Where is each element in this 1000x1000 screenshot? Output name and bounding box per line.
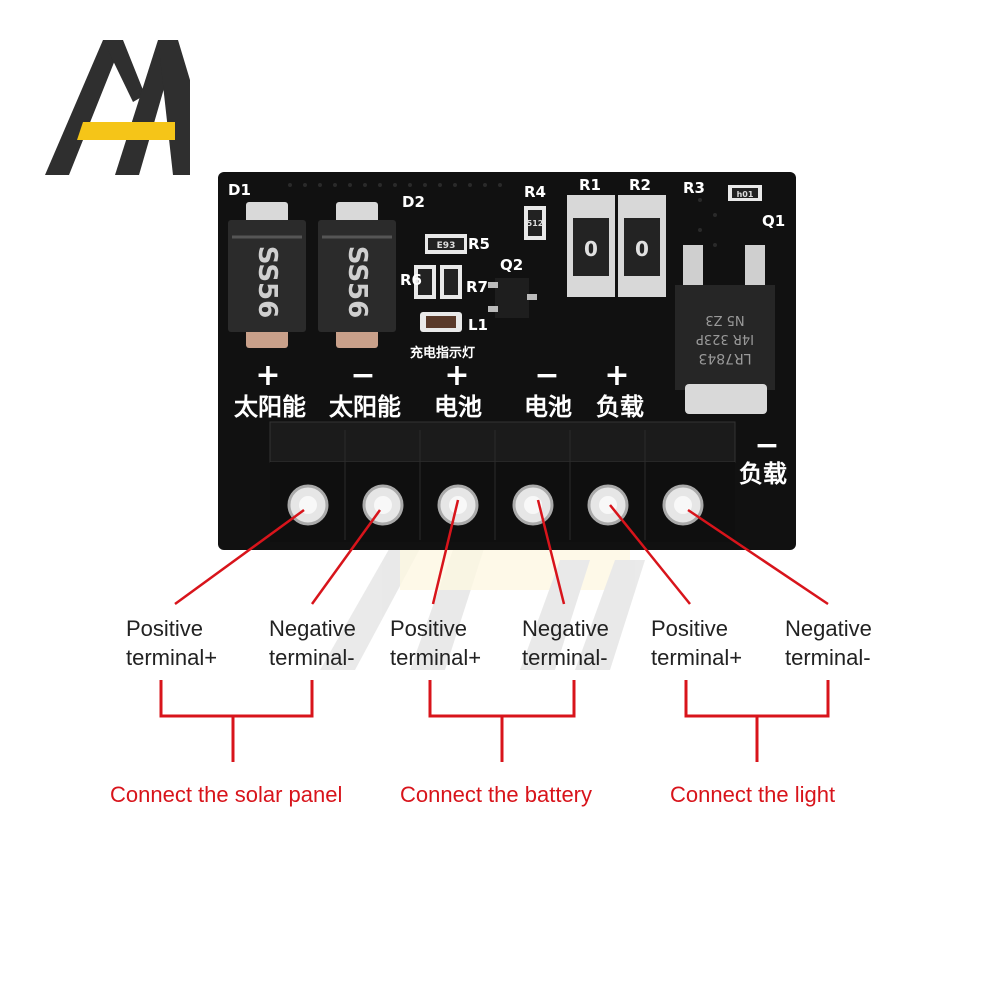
marking-d1: SS56 xyxy=(252,246,282,318)
lead-lines xyxy=(174,499,829,606)
terminal-label-line1: Negative xyxy=(785,616,872,641)
diode-d2 xyxy=(318,202,396,348)
label-r6: R6 xyxy=(400,271,422,289)
terminal-label-line2: terminal+ xyxy=(390,645,482,670)
marking-r1: 0 xyxy=(584,237,598,261)
label-d2: D2 xyxy=(402,193,425,211)
label-d1: D1 xyxy=(228,181,251,199)
terminal-label-5: Positive terminal+ xyxy=(651,614,742,672)
label-l1: L1 xyxy=(468,316,488,334)
marking-r4: 512 xyxy=(527,219,544,228)
brackets xyxy=(159,680,830,762)
resistor-r2 xyxy=(618,195,666,297)
label-q2: Q2 xyxy=(500,256,523,274)
aa-logo-icon xyxy=(45,40,190,175)
caption-solar-panel: Connect the solar panel xyxy=(110,782,343,807)
terminal-label-line2: terminal- xyxy=(269,645,355,670)
terminal-label-line2: terminal+ xyxy=(126,645,218,670)
name-solar-minus: 太阳能 xyxy=(329,393,401,421)
marking-r5: E93 xyxy=(437,241,456,251)
caption-light: Connect the light xyxy=(670,782,836,807)
label-q1: Q1 xyxy=(762,212,785,230)
diode-d1 xyxy=(228,202,306,348)
terminal-label-line2: terminal- xyxy=(522,645,608,670)
terminal-block xyxy=(269,421,736,542)
marking-r3: h01 xyxy=(737,190,754,199)
sign-battery-plus: + xyxy=(444,358,469,393)
marking-r2: 0 xyxy=(635,237,649,261)
terminal-label-4: Negative terminal- xyxy=(522,614,609,672)
marking-q1-line1: LR7843 xyxy=(698,350,751,366)
terminal-label-line1: Positive xyxy=(390,616,468,641)
label-r1: R1 xyxy=(579,176,601,194)
terminal-label-line1: Positive xyxy=(651,616,729,641)
name-solar-plus: 太阳能 xyxy=(234,393,306,421)
marking-q1-line3: N5 Z3 xyxy=(705,312,744,327)
name-battery-plus: 电池 xyxy=(434,393,482,421)
terminal-label-line1: Positive xyxy=(126,616,204,641)
terminal-label-1: Positive terminal+ xyxy=(126,614,217,672)
sign-battery-minus: − xyxy=(534,358,559,393)
sign-solar-plus: + xyxy=(255,358,280,393)
indicator-label: 充电指示灯 xyxy=(410,345,475,361)
label-r7: R7 xyxy=(466,278,488,296)
mosfet-q1 xyxy=(675,245,775,414)
label-r5: R5 xyxy=(468,235,490,253)
terminal-label-line1: Negative xyxy=(269,616,356,641)
marking-q1-line2: I4R 323P xyxy=(696,331,754,346)
terminal-label-line1: Negative xyxy=(522,616,609,641)
label-r4: R4 xyxy=(524,183,546,201)
label-r2: R2 xyxy=(629,176,651,194)
name-load-plus: 负载 xyxy=(596,393,644,421)
caption-battery: Connect the battery xyxy=(400,782,593,807)
marking-d2: SS56 xyxy=(342,246,372,318)
terminal-label-line2: terminal- xyxy=(785,645,871,670)
terminal-label-2: Negative terminal- xyxy=(269,614,356,672)
sign-load-minus: − xyxy=(754,428,779,463)
terminal-label-3: Positive terminal+ xyxy=(390,614,481,672)
terminal-label-6: Negative terminal- xyxy=(785,614,872,672)
resistor-r1 xyxy=(567,195,615,297)
label-r3: R3 xyxy=(683,179,705,197)
terminal-label-line2: terminal+ xyxy=(651,645,743,670)
name-battery-minus: 电池 xyxy=(524,393,572,421)
name-load-minus: 负载 xyxy=(739,460,787,488)
transistor-q2 xyxy=(488,278,537,318)
sign-solar-minus: − xyxy=(350,358,375,393)
sign-load-plus: + xyxy=(604,358,629,393)
